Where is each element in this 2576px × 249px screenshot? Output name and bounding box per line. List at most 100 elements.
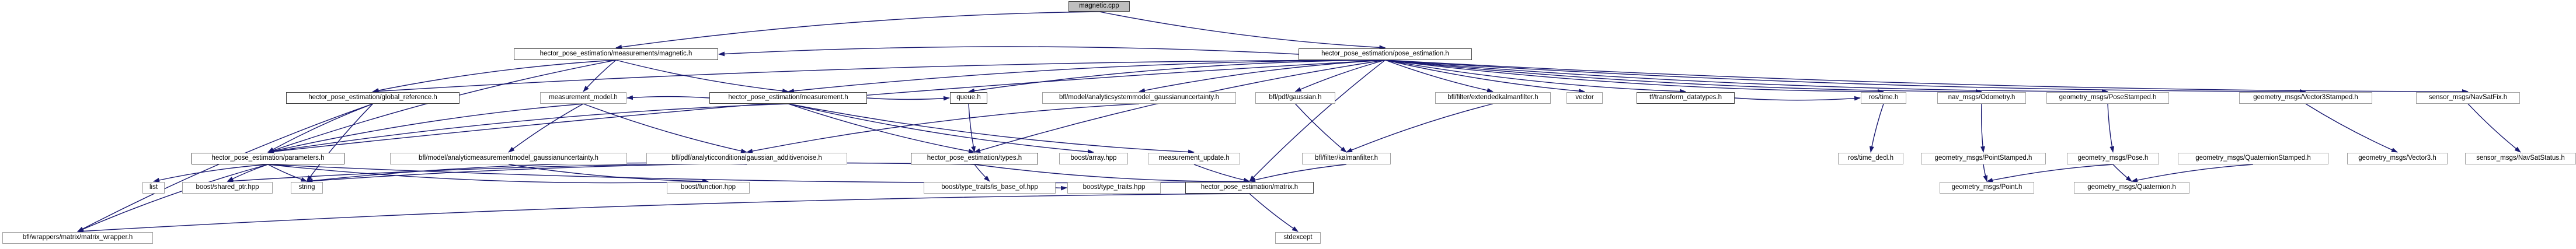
graph-edge: [508, 164, 709, 184]
graph-node[interactable]: geometry_msgs/PoseStamped.h: [2046, 92, 2169, 104]
graph-node[interactable]: boost/function.hpp: [667, 182, 750, 194]
graph-node[interactable]: hector_pose_estimation/global_reference.…: [286, 92, 459, 104]
graph-edge: [1385, 59, 1884, 94]
graph-edge: [1734, 96, 1861, 101]
graph-node[interactable]: sensor_msgs/NavSatFix.h: [2416, 92, 2520, 104]
graph-node-label: ros/time_decl.h: [1848, 155, 1893, 162]
graph-edge: [788, 103, 1094, 155]
graph-node-label: tf/transform_datatypes.h: [1649, 94, 1722, 101]
graph-node-label: sensor_msgs/NavSatFix.h: [2428, 94, 2508, 101]
graph-node-label: stdexcept: [1283, 234, 1313, 241]
graph-node-label: boost/array.hpp: [1070, 155, 1117, 162]
graph-edge: [1346, 103, 1494, 153]
graph-node[interactable]: queue.h: [950, 92, 987, 104]
graph-node[interactable]: ros/time_decl.h: [1838, 153, 1903, 164]
graph-node-label: measurement_update.h: [1158, 155, 1230, 162]
graph-edge: [267, 164, 1250, 184]
graph-node-label: geometry_msgs/QuaternionStamped.h: [2195, 155, 2311, 162]
graph-node[interactable]: bfl/wrappers/matrix/matrix_wrapper.h: [2, 232, 153, 244]
graph-node[interactable]: nav_msgs/Odometry.h: [1937, 92, 2026, 104]
graph-node[interactable]: bfl/pdf/gaussian.h: [1255, 92, 1335, 104]
graph-edge: [2107, 103, 2115, 153]
graph-node-label: ros/time.h: [1868, 94, 1899, 101]
graph-node[interactable]: hector_pose_estimation/measurements/magn…: [514, 48, 718, 60]
graph-node[interactable]: ros/time.h: [1861, 92, 1906, 104]
graph-node[interactable]: measurement_model.h: [540, 92, 626, 104]
graph-node-label: geometry_msgs/Vector3Stamped.h: [2253, 94, 2358, 101]
graph-edge: [1249, 164, 1347, 183]
graph-node[interactable]: tf/transform_datatypes.h: [1637, 92, 1735, 104]
graph-node[interactable]: sensor_msgs/NavSatStatus.h: [2465, 153, 2576, 164]
graph-node-label: bfl/model/analyticsystemmodel_gaussianun…: [1059, 94, 1219, 101]
graph-node-label: nav_msgs/Odometry.h: [1948, 94, 2015, 101]
graph-edge: [1294, 59, 1386, 92]
graph-edge: [1385, 59, 2108, 94]
graph-edge: [306, 162, 975, 184]
graph-edge: [1099, 11, 1386, 50]
graph-node-label: measurement_model.h: [549, 94, 618, 101]
graph-edge: [1385, 59, 1686, 94]
graph-node[interactable]: magnetic.cpp: [1068, 1, 1130, 12]
graph-node-label: magnetic.cpp: [1079, 2, 1119, 10]
graph-node[interactable]: geometry_msgs/Vector3Stamped.h: [2239, 92, 2372, 104]
graph-node[interactable]: hector_pose_estimation/pose_estimation.h: [1299, 48, 1472, 60]
graph-node[interactable]: bfl/filter/kalmanfilter.h: [1302, 153, 1391, 164]
graph-node[interactable]: bfl/model/analyticmeasurementmodel_gauss…: [390, 153, 627, 164]
graph-node[interactable]: list: [142, 182, 165, 194]
graph-edge: [267, 164, 308, 182]
graph-edge: [77, 193, 1250, 234]
graph-node[interactable]: bfl/filter/extendedkalmanfilter.h: [1435, 92, 1551, 104]
graph-edge: [372, 59, 617, 93]
graph-edge: [77, 164, 269, 232]
graph-edge: [267, 103, 584, 153]
graph-edge: [1983, 164, 1988, 182]
graph-edge: [968, 103, 976, 153]
graph-node-label: boost/type_traits.hpp: [1082, 184, 1146, 191]
graph-node-label: hector_pose_estimation/parameters.h: [211, 155, 325, 162]
graph-node[interactable]: geometry_msgs/Point.h: [1940, 182, 2034, 194]
graph-edge: [583, 103, 747, 153]
graph-edge: [615, 59, 789, 93]
graph-edge: [1385, 59, 2306, 94]
graph-node[interactable]: stdexcept: [1275, 232, 1321, 244]
graph-node[interactable]: hector_pose_estimation/parameters.h: [192, 153, 344, 164]
graph-edge: [1385, 59, 2469, 94]
graph-node[interactable]: boost/type_traits/is_base_of.hpp: [924, 182, 1056, 194]
graph-node[interactable]: string: [291, 182, 323, 194]
graph-node[interactable]: hector_pose_estimation/measurement.h: [709, 92, 867, 104]
graph-edge: [788, 103, 975, 154]
graph-edge: [1385, 59, 1982, 94]
graph-node-label: hector_pose_estimation/matrix.h: [1200, 184, 1299, 191]
graph-edge: [372, 59, 1386, 94]
graph-edge: [866, 96, 950, 101]
graph-edge: [1193, 164, 1250, 183]
graph-edge: [1249, 59, 1386, 182]
graph-node-label: bfl/pdf/analyticconditionalgaussian_addi…: [671, 155, 822, 162]
graph-edge: [583, 59, 617, 92]
graph-edge: [508, 103, 584, 153]
graph-node[interactable]: bfl/model/analyticsystemmodel_gaussianun…: [1042, 92, 1236, 104]
graph-node-label: bfl/pdf/gaussian.h: [1269, 94, 1322, 101]
graph-edge: [227, 162, 975, 184]
graph-node[interactable]: geometry_msgs/QuaternionStamped.h: [2178, 153, 2328, 164]
graph-node[interactable]: geometry_msgs/Pose.h: [2067, 153, 2159, 164]
graph-node[interactable]: boost/array.hpp: [1059, 153, 1128, 164]
graph-node[interactable]: vector: [1567, 92, 1603, 104]
graph-node[interactable]: hector_pose_estimation/matrix.h: [1185, 182, 1314, 194]
graph-node-label: vector: [1575, 94, 1594, 101]
graph-node[interactable]: hector_pose_estimation/types.h: [911, 153, 1038, 164]
graph-node[interactable]: boost/shared_ptr.hpp: [182, 182, 273, 194]
graph-edge: [615, 11, 1099, 50]
graph-node[interactable]: bfl/pdf/analyticconditionalgaussian_addi…: [646, 153, 847, 164]
graph-node[interactable]: geometry_msgs/Quaternion.h: [2074, 182, 2189, 194]
graph-node-label: hector_pose_estimation/global_reference.…: [308, 94, 437, 101]
graph-node[interactable]: measurement_update.h: [1148, 153, 1240, 164]
graph-node[interactable]: geometry_msgs/PointStamped.h: [1921, 153, 2046, 164]
graph-node-label: geometry_msgs/Quaternion.h: [2087, 184, 2176, 191]
graph-edge: [2305, 103, 2398, 153]
graph-edge: [974, 164, 1250, 184]
graph-node[interactable]: geometry_msgs/Vector3.h: [2347, 153, 2448, 164]
graph-node[interactable]: boost/type_traits.hpp: [1067, 182, 1161, 194]
graph-edge: [1986, 164, 2114, 183]
